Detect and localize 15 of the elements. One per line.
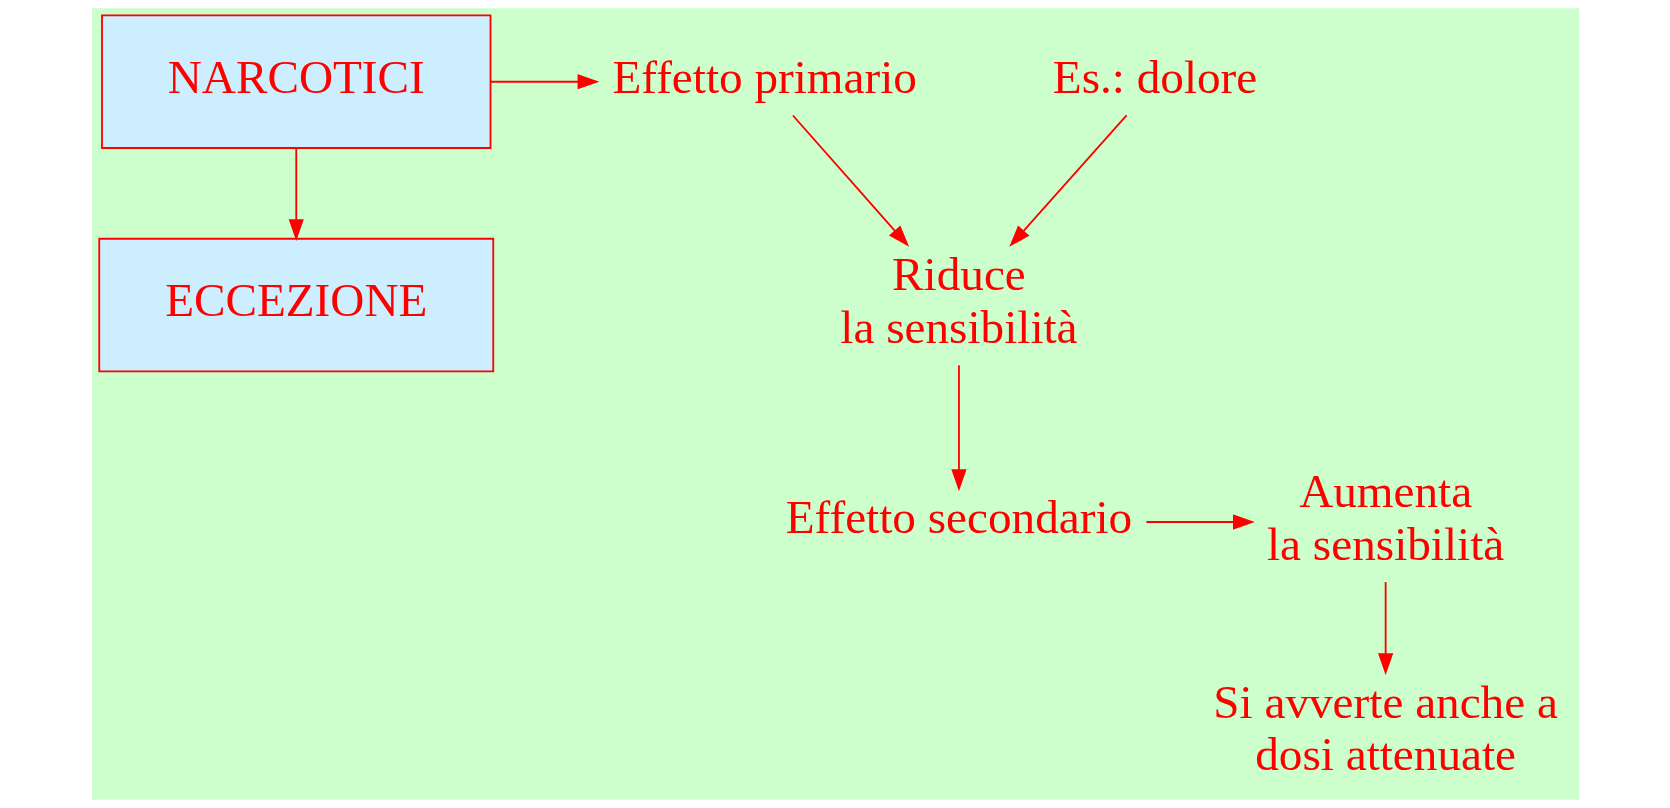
arrow <box>288 147 304 241</box>
arrow <box>489 74 599 90</box>
node-text: Effetto secondario <box>785 491 1132 544</box>
node-box: ECCEZIONE <box>97 237 494 373</box>
node-text: Effetto primario <box>611 51 917 104</box>
node-text: Riduce la sensibilità <box>839 248 1078 353</box>
arrow <box>1377 581 1393 676</box>
arrow <box>791 114 909 247</box>
node-box: NARCOTICI <box>100 14 491 149</box>
arrow <box>950 364 967 492</box>
node-text: Es.: dolore <box>1052 51 1257 104</box>
node-text: Si avverte anche a dosi attenuate <box>1212 675 1558 781</box>
arrow <box>1008 114 1127 247</box>
node-text: Aumenta la sensibilità <box>1266 465 1504 570</box>
arrow <box>1145 514 1255 530</box>
